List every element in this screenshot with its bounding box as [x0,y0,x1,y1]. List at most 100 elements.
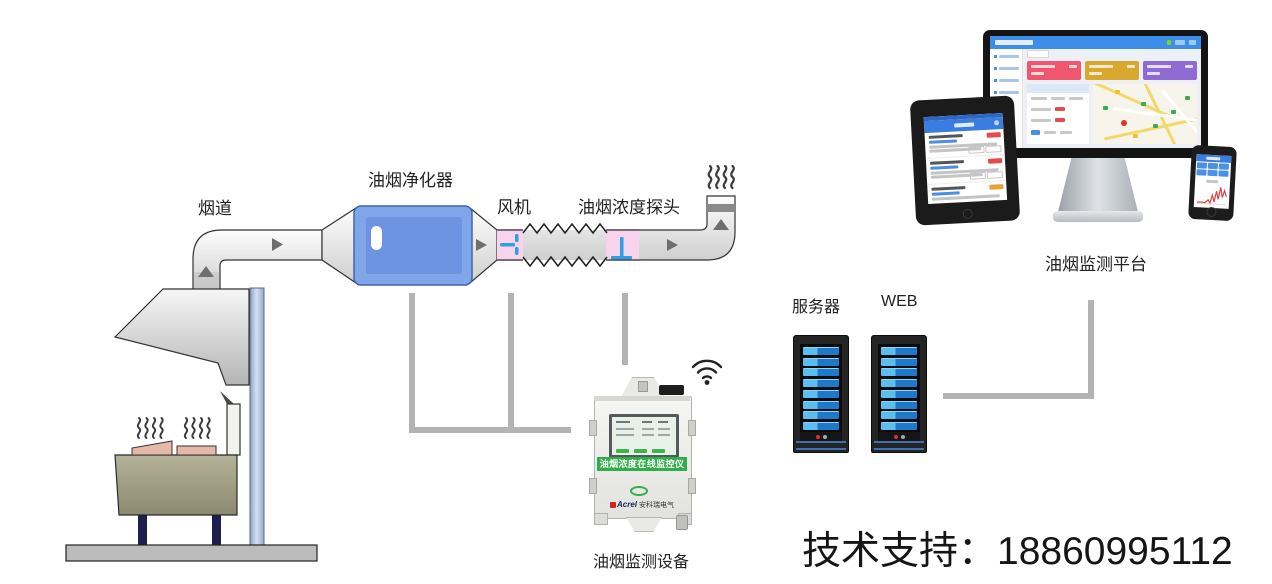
server-blade [803,347,839,355]
web-label: WEB [881,293,918,310]
card-text-placeholder [1127,65,1135,68]
device-screen [609,414,679,458]
connection-line [943,393,1094,399]
menu-label-placeholder [999,55,1019,58]
phone-chip [1196,169,1207,176]
base-stripe [796,448,846,450]
menu-label-placeholder [999,67,1019,70]
server-blade [803,389,839,398]
stat-cards [1027,61,1197,80]
sidebar-item [994,79,1019,82]
status-led-red [893,435,898,439]
stove-vent [226,403,241,456]
brand-name-cn: 安科瑞电气 [638,502,674,509]
server-blade [881,357,917,366]
panel-text-placeholder [1069,97,1083,100]
menu-label-placeholder [999,79,1019,82]
server-blade [803,421,839,430]
panel-text-placeholder [1060,131,1072,134]
arrow-right-icon [272,238,283,251]
monitor-stand-base [1053,211,1143,222]
arrow-up-icon [198,266,214,277]
screen-text-line [658,428,670,430]
brand-icon [610,502,617,508]
item-time-placeholder [931,191,960,196]
smartphone [1188,144,1237,222]
item-button [985,145,1002,153]
phone-chart [1196,187,1227,206]
status-led-red [815,435,820,439]
phone-screen [1193,154,1232,209]
device-latch [688,420,696,436]
flex-duct-bottom [522,255,608,268]
phone-text-placeholder [1206,179,1219,183]
phone-chip [1196,162,1208,169]
device-antenna [659,385,684,395]
server-blade [803,357,839,366]
device-foot [594,513,608,525]
tablet-title-placeholder [954,122,975,128]
base-stripe [874,441,924,443]
screen-text-line [642,428,654,430]
kitchen-duct-illustration [65,164,736,562]
steam-icon [136,417,211,439]
stat-card-gold [1085,61,1139,80]
server-base [796,441,846,450]
panel-header [1027,84,1089,93]
card-text-placeholder [1031,72,1044,75]
item-title-placeholder [930,160,965,165]
dashboard-header [990,36,1201,49]
action-chip [1031,130,1040,135]
phone-chip [1207,169,1218,177]
probe-label: 油烟浓度探头 [578,198,680,217]
screen-text-line [616,421,630,423]
connection-line [409,293,415,433]
card-text-placeholder [1069,65,1077,68]
phone-chip [1207,162,1219,170]
purifier-handle [371,226,382,250]
device-latch [688,478,696,494]
purifier-label: 油烟净化器 [368,171,453,190]
card-text-placeholder [1089,65,1113,68]
map-pin [1121,120,1127,126]
server-blade [881,379,917,388]
device-banner: 油烟浓度在线监控仪 [597,457,687,471]
connection-line [1088,300,1094,399]
item-title-placeholder [928,134,963,139]
status-led-gray [900,435,905,439]
pot [176,445,217,456]
alert-badge [989,184,1004,190]
status-dot [1167,40,1171,45]
map-marker [1153,124,1158,128]
server-status-lights [800,432,842,442]
server-status-lights [878,432,920,442]
toolbar-chip [1027,50,1049,58]
stove-leg [138,515,147,545]
device-caption: 油烟监测设备 [592,554,689,571]
device-logo [630,486,648,496]
menu-icon [994,67,997,70]
brand-name: Acrel [617,500,638,509]
map-panel [1093,84,1197,144]
panel-text-placeholder [1031,97,1047,100]
stove-vent-flag [220,391,234,404]
connection-line [622,293,628,365]
menu-icon [994,91,997,94]
stat-card-pink [1027,61,1081,80]
server-blade [881,389,917,398]
phone-chip [1218,170,1229,177]
dashboard-screen [990,36,1201,148]
panel-text-placeholder [1044,131,1056,134]
duct-pillar [249,287,265,546]
menu-label-placeholder [999,91,1019,94]
chart-line [1196,187,1227,205]
panel-text-placeholder [1051,97,1065,100]
server-blade [803,411,839,420]
alert-badge [1055,107,1065,111]
dashboard-main [1023,49,1201,148]
phone-title-placeholder [1206,156,1221,161]
header-icon [1189,40,1196,45]
search-icon [993,120,1000,126]
range-hood [113,288,250,386]
